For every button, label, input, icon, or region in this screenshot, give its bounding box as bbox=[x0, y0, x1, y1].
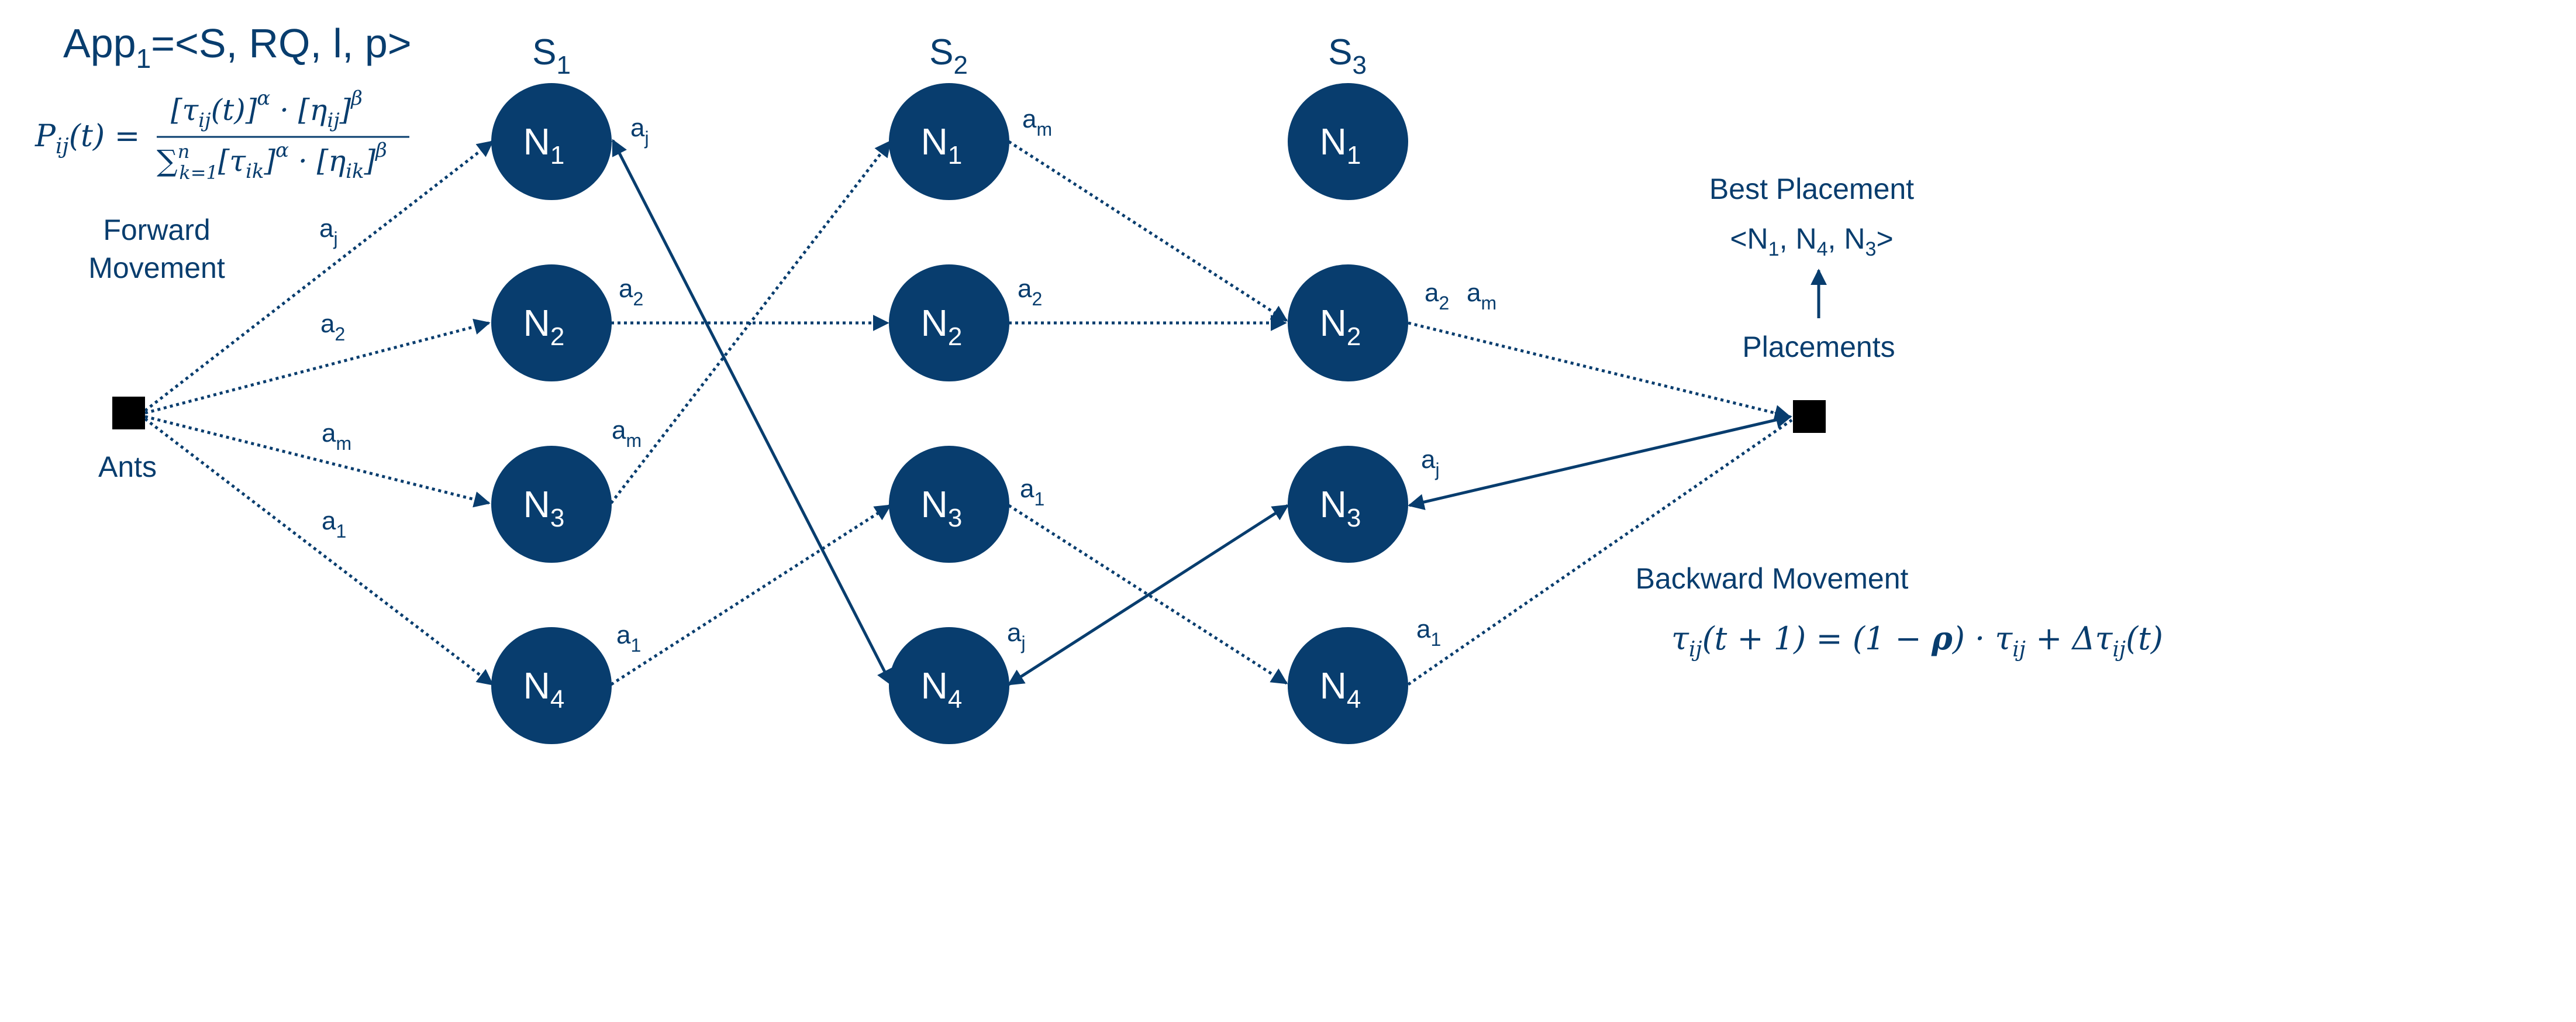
ant-label-aj-s2n4: aj bbox=[1007, 618, 1026, 653]
ants-label: Ants bbox=[98, 450, 157, 483]
pheromone-update-formula: τij(t + 1) = (1 − ρ) · τij + Δτij(t) bbox=[1671, 620, 2163, 662]
forward-edges bbox=[144, 140, 1793, 686]
ant-label-aj-forward: aj bbox=[319, 214, 338, 249]
node-s2-n2: N2 bbox=[889, 264, 1009, 381]
ant-label-a2-s3n2: a2 bbox=[1425, 278, 1449, 314]
ant-label-am-s3n2: am bbox=[1467, 278, 1496, 314]
stage-s3-nodes: N1 N2 N3 N4 bbox=[1288, 83, 1408, 744]
node-s2-n3: N3 bbox=[889, 446, 1009, 563]
app-title: App1=<S, RQ, l, p> bbox=[63, 20, 412, 74]
ant-label-a1-s3n4: a1 bbox=[1416, 615, 1441, 650]
ant-label-aj-s3n3: aj bbox=[1421, 445, 1440, 480]
ant-label-a1-s1n4: a1 bbox=[616, 621, 641, 656]
placements-label: Placements bbox=[1742, 331, 1895, 363]
svg-text:N4: N4 bbox=[921, 665, 963, 714]
svg-text:∑nk=1[τik]α · [ηik]β: ∑nk=1[τik]α · [ηik]β bbox=[157, 139, 387, 184]
stage-s3-label: S3 bbox=[1328, 32, 1367, 80]
node-s2-n4: N4 bbox=[889, 627, 1009, 744]
stage-s2-nodes: N1 N2 N3 N4 bbox=[889, 83, 1009, 744]
svg-text:N3: N3 bbox=[523, 483, 565, 532]
edge-source-s1n1 bbox=[144, 140, 494, 412]
edge-source-s1n4 bbox=[144, 418, 494, 686]
ant-label-aj-s1n1: aj bbox=[630, 113, 649, 149]
best-placement-value: <N1,N4,N3> bbox=[1730, 222, 1893, 260]
node-s3-n3: N3 bbox=[1288, 446, 1408, 563]
forward-movement-label-line1: Forward bbox=[103, 214, 210, 246]
backward-movement-label: Backward Movement bbox=[1636, 562, 1909, 595]
svg-text:N4: N4 bbox=[1320, 665, 1361, 714]
svg-text:N2: N2 bbox=[1320, 302, 1361, 351]
ant-labels: aj a2 am a1 aj a2 am a1 am a2 a1 aj a2 a… bbox=[319, 105, 1496, 656]
ant-label-a2-s2n2: a2 bbox=[1018, 274, 1042, 309]
ant-label-a1-forward: a1 bbox=[322, 507, 346, 542]
stage-s1-label: S1 bbox=[532, 32, 571, 80]
edge-s1n4-s2n3 bbox=[610, 504, 892, 686]
ant-label-am-s1n3: am bbox=[612, 416, 642, 451]
node-s1-n1: N1 bbox=[491, 83, 612, 200]
svg-text:N3: N3 bbox=[1320, 483, 1361, 532]
ant-label-am-forward: am bbox=[322, 419, 351, 454]
node-s3-n2: N2 bbox=[1288, 264, 1408, 381]
svg-text:N1: N1 bbox=[921, 121, 963, 170]
svg-text:N1: N1 bbox=[1320, 121, 1361, 170]
best-placement-label: Best Placement bbox=[1709, 173, 1914, 205]
ant-label-a2-forward: a2 bbox=[320, 309, 345, 345]
edge-s3n3-sink bbox=[1408, 412, 1792, 510]
backward-edges bbox=[611, 139, 1792, 686]
svg-text:τij(t + 1) = (1 − ρ) · τij +: τij(t + 1) = (1 − ρ) · τij + Δτij(t) bbox=[1671, 620, 2163, 662]
edge-source-s1n3 bbox=[144, 415, 491, 508]
ant-label-a1-s2n3: a1 bbox=[1020, 474, 1044, 510]
ant-label-a2-s1n2: a2 bbox=[619, 274, 643, 309]
stage-s2-label: S2 bbox=[929, 32, 968, 80]
svg-text:N2: N2 bbox=[921, 302, 963, 351]
node-s3-n4: N4 bbox=[1288, 627, 1408, 744]
svg-text:N1: N1 bbox=[523, 121, 565, 170]
stage-s1-nodes: N1 N2 N3 N4 bbox=[491, 83, 612, 744]
node-s1-n3: N3 bbox=[491, 446, 612, 563]
edge-s2n1-s3n2 bbox=[1008, 140, 1288, 322]
edge-s2n4-s3n3 bbox=[1007, 504, 1289, 686]
svg-text:[τij(t)]α · [ηij]β: [τij(t)]α · [ηij]β bbox=[171, 87, 363, 132]
svg-text:N2: N2 bbox=[523, 302, 565, 351]
forward-movement-label-line2: Movement bbox=[88, 252, 225, 284]
edge-s1n1-s2n4 bbox=[611, 139, 893, 686]
placement-sink bbox=[1793, 400, 1826, 433]
svg-text:N4: N4 bbox=[523, 665, 565, 714]
node-s2-n1: N1 bbox=[889, 83, 1009, 200]
svg-text:Pij(t) =: Pij(t) = bbox=[35, 119, 140, 159]
edge-source-s1n2 bbox=[144, 318, 491, 415]
ants-source bbox=[112, 397, 145, 429]
ant-label-am-s2n1: am bbox=[1022, 105, 1052, 140]
edge-s1n3-s2n1 bbox=[610, 140, 891, 504]
svg-text:N3: N3 bbox=[921, 483, 963, 532]
node-s3-n1: N1 bbox=[1288, 83, 1408, 200]
node-s1-n4: N4 bbox=[491, 627, 612, 744]
edge-s3n2-sink bbox=[1408, 321, 1791, 421]
node-s1-n2: N2 bbox=[491, 264, 612, 381]
